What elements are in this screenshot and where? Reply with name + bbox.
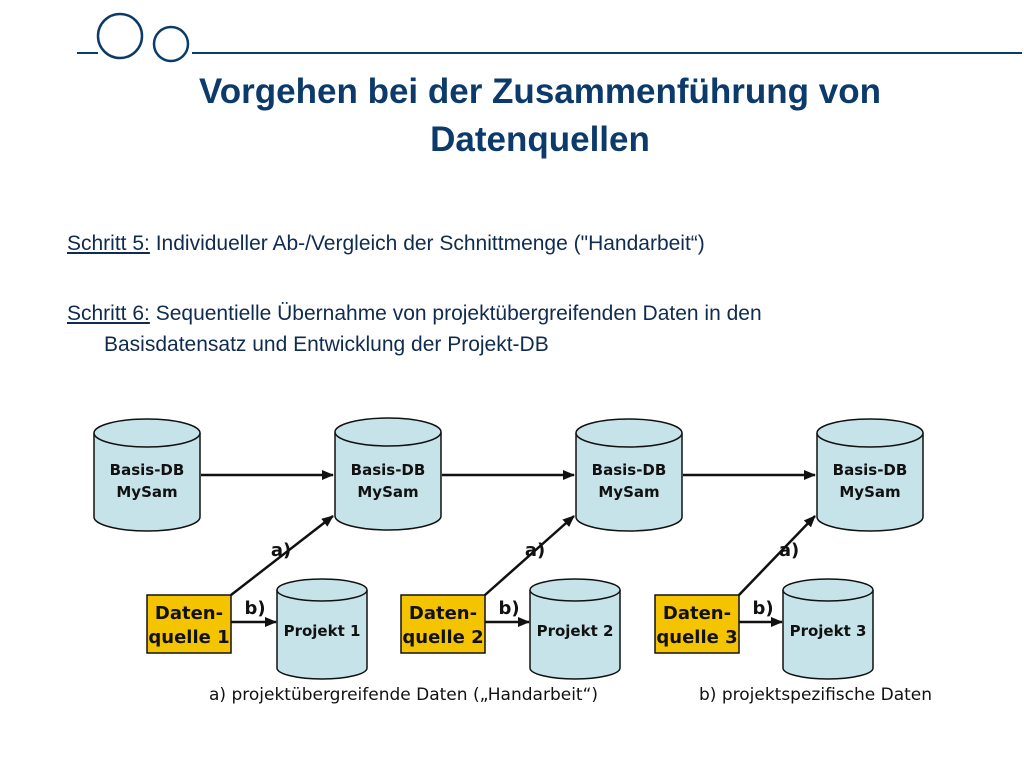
data-source-box	[400, 594, 486, 654]
project-db-label: Projekt 3	[790, 622, 867, 640]
data-source-label: quelle 2	[402, 627, 483, 648]
step-6-continuation: Basisdatensatz und Entwicklung der Proje…	[104, 333, 549, 356]
page-title: Vorgehen bei der Zusammenführung von Dat…	[100, 68, 980, 164]
title-line-1: Vorgehen bei der Zusammenführung von	[199, 72, 881, 111]
cylinder-body	[93, 433, 201, 532]
base-db-label: Basis-DB	[592, 461, 667, 479]
arrow-a-label: a)	[271, 540, 291, 561]
project-db-cylinder	[529, 578, 621, 680]
arrow-a	[230, 515, 334, 596]
legend-b: b) projektspezifische Daten	[699, 685, 932, 705]
cylinder-body	[529, 590, 621, 680]
arrow-a-label: a)	[779, 540, 799, 561]
base-db-cylinder	[575, 418, 683, 532]
cylinder-top	[334, 417, 442, 447]
data-source-label: quelle 1	[148, 627, 229, 648]
base-db-label: Basis-DB	[110, 461, 185, 479]
project-db-cylinder	[276, 578, 368, 680]
title-line-2: Datenquellen	[430, 120, 650, 159]
cylinder-top	[575, 418, 683, 448]
base-db-label: MySam	[598, 483, 659, 501]
cylinder-body	[816, 433, 924, 532]
arrow-a-label: a)	[525, 540, 545, 561]
project-db-label: Projekt 1	[284, 622, 361, 640]
cylinder-body	[276, 590, 368, 680]
project-db-cylinder	[782, 578, 874, 680]
cylinder-body	[334, 432, 442, 531]
step-5-label: Schritt 5:	[67, 232, 150, 255]
header-circle-small	[152, 25, 190, 63]
cylinder-top	[276, 578, 368, 602]
step-6-text: Sequentielle Übernahme von projektübergr…	[149, 302, 762, 325]
project-db-label: Projekt 2	[537, 622, 614, 640]
cylinder-top	[93, 418, 201, 448]
base-db-label: MySam	[357, 483, 418, 501]
base-db-label: Basis-DB	[833, 461, 908, 479]
data-source-label: Daten-	[409, 603, 477, 624]
data-source-label: Daten-	[155, 603, 223, 624]
base-db-cylinder	[334, 417, 442, 531]
arrow-b-label: b)	[244, 598, 265, 619]
decorative-header	[77, 12, 1022, 63]
arrow-b-label: b)	[752, 598, 773, 619]
arrow-a	[738, 515, 816, 596]
step-5: Schritt 5: Individueller Ab-/Vergleich d…	[67, 228, 705, 259]
header-circle-large	[96, 12, 144, 60]
base-db-label: MySam	[116, 483, 177, 501]
cylinder-body	[782, 590, 874, 680]
base-db-label: MySam	[839, 483, 900, 501]
cylinder-top	[529, 578, 621, 602]
step-5-text: Individueller Ab-/Vergleich der Schnittm…	[149, 232, 705, 255]
legend-a: a) projektübergreifende Daten („Handarbe…	[209, 685, 598, 705]
cylinder-body	[575, 433, 683, 532]
base-db-label: Basis-DB	[351, 461, 426, 479]
cylinder-top	[816, 418, 924, 448]
base-db-cylinder	[93, 418, 201, 532]
data-source-box	[146, 594, 232, 654]
arrow-a	[484, 515, 575, 596]
step-6-label: Schritt 6:	[67, 302, 150, 325]
data-source-label: quelle 3	[656, 627, 737, 648]
data-source-box	[654, 594, 740, 654]
arrow-b-label: b)	[498, 598, 519, 619]
base-db-cylinder	[816, 418, 924, 532]
data-source-label: Daten-	[663, 603, 731, 624]
step-6: Schritt 6: Sequentielle Übernahme von pr…	[67, 298, 967, 360]
cylinder-top	[782, 578, 874, 602]
